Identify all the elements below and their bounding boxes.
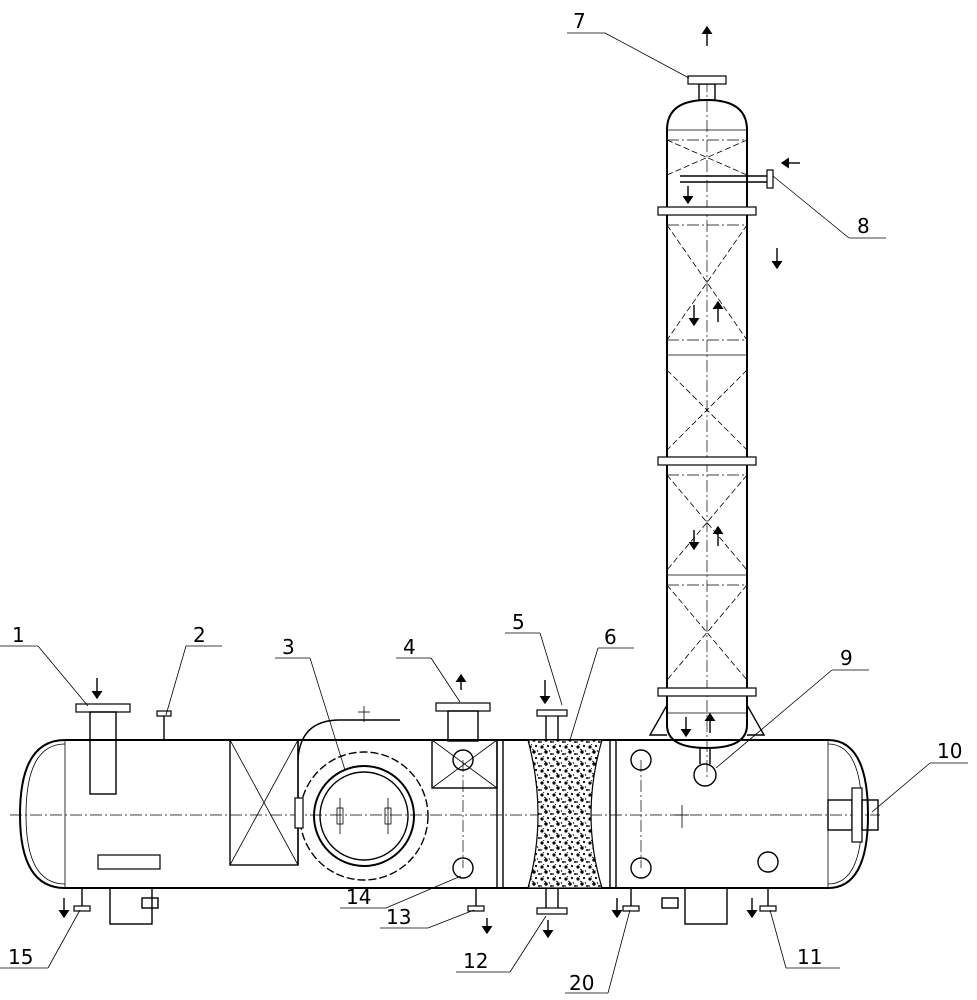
label-12: 12 [463,949,488,973]
nozzle-12 [537,888,567,914]
label-13: 13 [386,905,411,929]
label-5: 5 [512,610,525,634]
label-8: 8 [857,214,870,238]
label-9: 9 [840,646,853,670]
label-20: 20 [569,971,594,995]
leader-lines [0,33,968,993]
label-7: 7 [573,9,586,33]
label-1: 1 [12,623,25,647]
flow-arrows [64,30,800,934]
demister-box [230,740,298,865]
right-chamber-nozzles [631,750,778,878]
bottom-nozzles [74,855,776,924]
packing-bed-6 [528,740,602,888]
nozzle-4 [432,678,497,878]
label-2: 2 [193,623,206,647]
label-15: 15 [8,945,33,969]
label-14: 14 [346,885,371,909]
label-11: 11 [797,945,822,969]
label-10: 10 [937,739,962,763]
vertical-column [650,76,773,786]
nozzle-1-inlet [76,678,130,794]
part-labels: 1 2 3 4 5 6 7 8 9 10 11 12 13 14 15 20 [8,9,962,995]
nozzle-2 [157,711,171,740]
label-3: 3 [282,635,295,659]
nozzle-5 [537,680,567,740]
label-6: 6 [604,625,617,649]
manway-3 [295,706,428,880]
label-4: 4 [403,635,416,659]
